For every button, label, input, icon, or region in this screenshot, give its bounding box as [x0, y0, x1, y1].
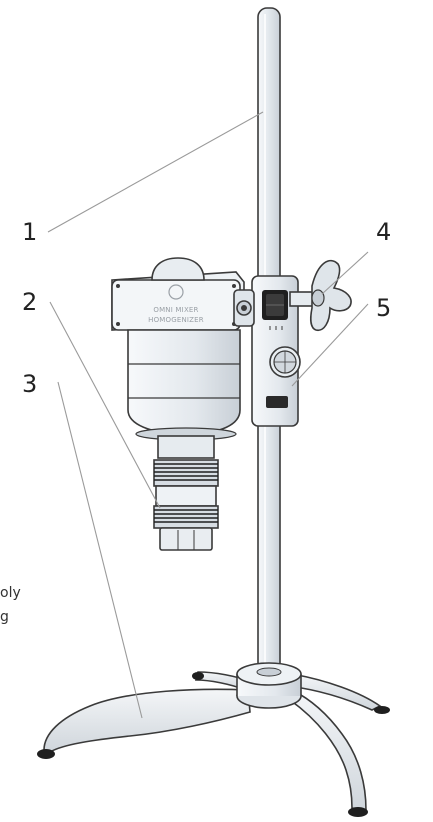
star-knob	[289, 259, 352, 332]
callout-3: 3	[22, 370, 37, 398]
motor-housing: OMNI MIXER HOMOGENIZER	[111, 257, 255, 441]
stray-text-1: oly	[0, 585, 21, 601]
callout-5: 5	[376, 294, 391, 322]
stray-text-2: g	[0, 609, 9, 625]
callout-2: 2	[22, 288, 37, 316]
generator-probe	[153, 435, 219, 551]
stand-base	[37, 662, 390, 817]
callout-1: 1	[22, 218, 37, 246]
callout-4: 4	[376, 218, 391, 246]
leader-line-3	[57, 381, 143, 719]
device-label-line2: HOMOGENIZER	[148, 316, 204, 324]
leader-line-5	[291, 303, 369, 387]
leader-line-4	[321, 251, 369, 295]
device-label-line1: OMNI MIXER	[153, 306, 198, 314]
speed-dial	[269, 346, 301, 378]
leader-line-2	[49, 301, 161, 509]
leader-lines	[47, 111, 369, 719]
leader-line-1	[47, 111, 264, 233]
